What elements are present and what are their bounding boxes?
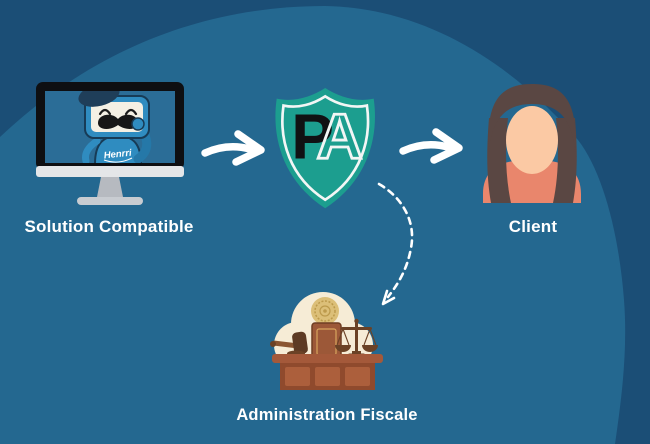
administration-icon <box>270 292 383 390</box>
shield-icon: P A <box>275 87 375 209</box>
mascot-name-text: Henrri <box>103 148 132 162</box>
arrow-right-2-icon <box>399 128 463 164</box>
mustache-icon <box>98 114 138 129</box>
monitor-stand <box>97 177 123 197</box>
client-label: Client <box>508 217 558 236</box>
avatar-hair-right <box>553 118 577 203</box>
solution-label: Solution Compatible <box>24 217 194 236</box>
shield-letter-a: A <box>316 100 362 172</box>
administration-label: Administration Fiscale <box>236 406 418 424</box>
avatar-face <box>506 106 558 174</box>
computer-icon: Henrri <box>36 82 184 205</box>
shield-inner-outline <box>281 94 370 202</box>
avatar-hair-left <box>487 118 511 203</box>
gold-seal-icon <box>311 297 339 325</box>
dashed-arrow-down-icon <box>377 182 414 306</box>
beret-icon <box>78 91 120 107</box>
arrow-right-1-icon <box>201 130 265 166</box>
avatar-hair-top <box>488 84 576 152</box>
chair-back <box>311 322 342 358</box>
monitor-chin <box>36 166 184 177</box>
shield-letter-p: P <box>291 100 334 172</box>
client-avatar-icon <box>483 84 581 203</box>
robot-mascot-icon: Henrri <box>78 91 152 163</box>
gavel-icon <box>270 331 308 357</box>
monitor-base <box>77 197 143 205</box>
desk-icon <box>272 354 383 390</box>
